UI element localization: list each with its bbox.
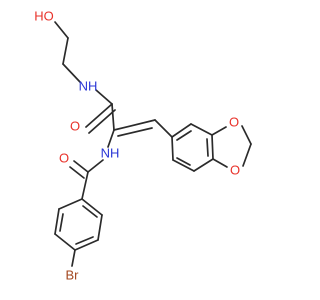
bond-ring2-4 — [74, 239, 99, 251]
amide-nh-label-mid: NH — [101, 146, 120, 161]
bond-carbonyl2-o-a — [73, 160, 89, 173]
bond-carbonyl-o-top-b — [88, 109, 116, 134]
amide-nh-label-top: NH — [79, 79, 98, 94]
bond-layer — [54, 21, 252, 267]
bond-ring1-4 — [193, 158, 214, 172]
bond-ring1-o-lower — [212, 158, 228, 168]
bond-beta-aryl — [154, 119, 173, 138]
bond-ring2-1 — [58, 198, 83, 210]
bond-ring1-5 — [172, 159, 195, 172]
bond-alpha-nh — [107, 129, 115, 148]
bond-ring2-3 — [54, 233, 76, 251]
bond-ring1-o-upper — [211, 126, 227, 136]
bond-ring2-6 — [81, 198, 103, 216]
hydroxyl-label: HO — [34, 9, 54, 24]
bond-ring2-inner-c — [82, 205, 98, 218]
bromine-label: Br — [66, 268, 80, 283]
bond-ch2-nh — [62, 63, 81, 83]
bond-ring2-inner-b — [75, 236, 94, 245]
bond-carbonyl-alpha — [111, 103, 115, 131]
atom-label-layer: HO NH O NH O O O Br — [34, 9, 240, 283]
bond-ring1-inner-c — [176, 157, 191, 166]
bond-carbonyl-o-top-a — [85, 103, 113, 128]
molecule-structure-diagram: HO NH O NH O O O Br — [34, 9, 252, 283]
bond-nh-carbonyl — [95, 89, 113, 105]
bond-o-upper-ch2 — [241, 125, 252, 145]
bond-ring2-inner-a — [59, 213, 64, 232]
dioxole-oxygen-label-lower: O — [230, 163, 240, 178]
bond-ring2-br — [71, 249, 76, 267]
bond-ring2-5 — [97, 214, 103, 241]
bond-o-ch2 — [54, 21, 69, 39]
bond-ring1-inner-a — [176, 130, 192, 141]
bond-ch2-ch2 — [62, 37, 69, 65]
bond-ring2-2 — [54, 208, 60, 235]
amide-oxygen-label-top: O — [70, 119, 80, 134]
bond-ring1-3 — [211, 134, 214, 160]
dioxole-oxygen-label-upper: O — [229, 115, 239, 130]
bond-ring1-inner-b — [206, 138, 209, 157]
bond-nh-carbonyl2 — [87, 159, 104, 173]
bond-alpha-beta-b — [117, 127, 153, 137]
bond-carbonyl2-aryl — [81, 171, 89, 200]
amide-oxygen-label-left: O — [59, 151, 69, 166]
bond-alpha-beta-a — [113, 119, 156, 131]
bond-ch2-o-lower — [242, 143, 252, 167]
bond-ring1-1 — [171, 123, 192, 138]
bond-ring1-6 — [171, 136, 174, 161]
bond-ring1-2 — [190, 123, 213, 136]
bond-carbonyl2-o-b — [69, 166, 85, 179]
